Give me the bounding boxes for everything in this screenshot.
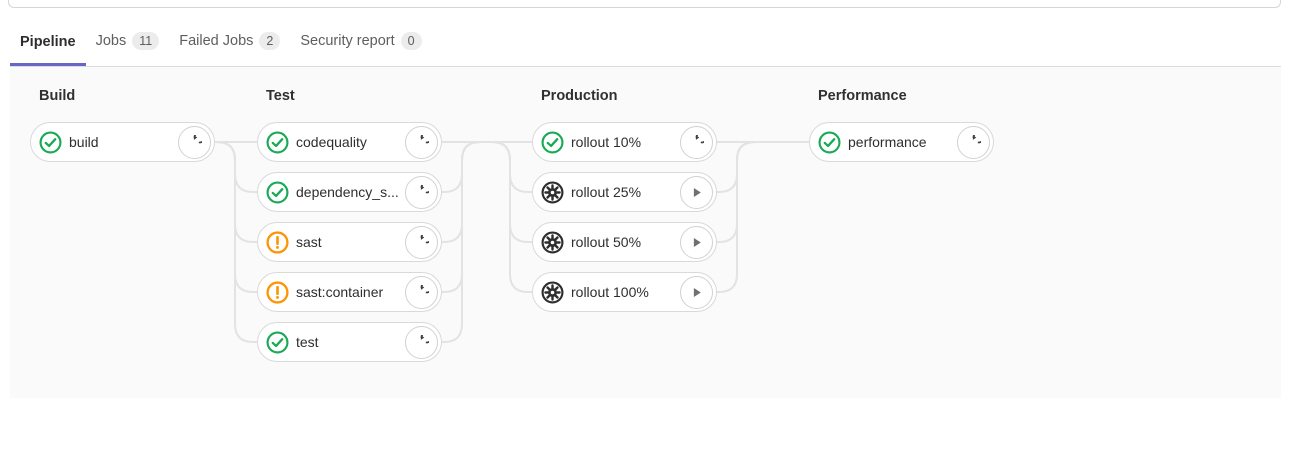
job-label: test	[296, 334, 319, 350]
job-label: rollout 10%	[571, 134, 642, 150]
check-circle-icon	[266, 181, 289, 204]
pipeline-graph: Build build Test codequality dependency_s...…	[10, 67, 1281, 398]
job-node-sast-container[interactable]: sast:container	[257, 272, 442, 312]
tab-pipeline[interactable]: Pipeline	[10, 20, 86, 66]
job-label: performance	[848, 134, 927, 150]
tab-security-report[interactable]: Security report 0	[290, 18, 431, 66]
tab-count-badge: 2	[259, 32, 281, 50]
retry-job-button[interactable]	[405, 325, 438, 359]
retry-job-button[interactable]	[957, 125, 990, 159]
tab-label: Jobs	[95, 33, 127, 49]
tab-count-badge: 0	[400, 32, 422, 50]
retry-icon	[187, 134, 202, 150]
job-label: rollout 50%	[571, 234, 642, 250]
tab-failed-jobs[interactable]: Failed Jobs 2	[169, 18, 290, 66]
play-job-button[interactable]	[680, 175, 713, 209]
job-label: sast:container	[296, 284, 384, 300]
job-node-rollout-10[interactable]: rollout 10%	[532, 122, 717, 162]
play-icon	[689, 285, 704, 300]
retry-icon	[414, 284, 429, 300]
gear-circle-icon	[541, 281, 564, 304]
play-job-button[interactable]	[680, 225, 713, 259]
tab-count-badge: 11	[132, 32, 160, 50]
stage-title-build: Build	[39, 88, 76, 104]
stage-title-production: Production	[541, 88, 618, 104]
retry-job-button[interactable]	[405, 275, 438, 309]
pipeline-tabs: Pipeline Jobs 11 Failed Jobs 2 Security repor…	[10, 8, 1281, 67]
retry-icon	[414, 184, 429, 200]
job-label: codequality	[296, 134, 367, 150]
job-node-build[interactable]: build	[30, 122, 215, 162]
play-icon	[689, 185, 704, 200]
retry-icon	[966, 134, 981, 150]
job-node-performance[interactable]: performance	[809, 122, 994, 162]
job-label: dependency_s...	[296, 184, 399, 200]
gear-circle-icon	[541, 231, 564, 254]
job-node-rollout-50[interactable]: rollout 50%	[532, 222, 717, 262]
job-node-sast[interactable]: sast	[257, 222, 442, 262]
check-circle-icon	[39, 131, 62, 154]
play-icon	[689, 235, 704, 250]
retry-icon	[414, 234, 429, 250]
retry-icon	[414, 134, 429, 150]
play-job-button[interactable]	[680, 275, 713, 309]
connector-lines	[214, 141, 810, 343]
tab-jobs[interactable]: Jobs 11	[86, 18, 170, 66]
job-node-codequality[interactable]: codequality	[257, 122, 442, 162]
job-label: rollout 100%	[571, 284, 649, 300]
tab-label: Failed Jobs	[179, 33, 254, 49]
job-node-test[interactable]: test	[257, 322, 442, 362]
check-circle-icon	[541, 131, 564, 154]
job-label: rollout 25%	[571, 184, 642, 200]
job-label: build	[69, 134, 99, 150]
check-circle-icon	[266, 131, 289, 154]
retry-icon	[414, 334, 429, 350]
retry-job-button[interactable]	[405, 225, 438, 259]
gear-circle-icon	[541, 181, 564, 204]
stage-title-performance: Performance	[818, 88, 907, 104]
job-label: sast	[296, 234, 322, 250]
check-circle-icon	[266, 331, 289, 354]
warning-circle-icon	[266, 280, 289, 304]
warning-circle-icon	[266, 230, 289, 254]
retry-job-button[interactable]	[405, 175, 438, 209]
pipeline-summary-box-bottom	[8, 0, 1281, 8]
tab-label: Security report	[300, 33, 395, 49]
stage-title-test: Test	[266, 88, 295, 104]
retry-icon	[689, 134, 704, 150]
retry-job-button[interactable]	[405, 125, 438, 159]
retry-job-button[interactable]	[178, 125, 211, 159]
retry-job-button[interactable]	[680, 125, 713, 159]
job-node-rollout-25[interactable]: rollout 25%	[532, 172, 717, 212]
job-node-dependency-s[interactable]: dependency_s...	[257, 172, 442, 212]
check-circle-icon	[818, 131, 841, 154]
tab-label: Pipeline	[20, 34, 76, 50]
job-node-rollout-100[interactable]: rollout 100%	[532, 272, 717, 312]
